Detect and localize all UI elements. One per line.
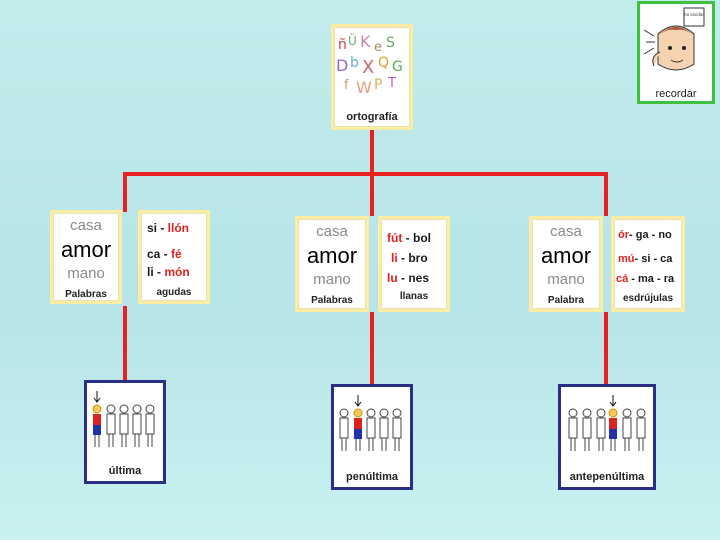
word-mano: mano <box>67 265 105 282</box>
word-mano: mano <box>313 271 351 288</box>
svg-text:e: e <box>374 40 382 55</box>
svg-text:T: T <box>387 76 396 91</box>
stress-card-ultima: última <box>84 380 166 484</box>
svg-text:W: W <box>356 78 372 97</box>
connector-trunk <box>370 130 374 176</box>
people-row-icon <box>339 395 402 451</box>
syllables-cafe: ca - fé <box>147 247 182 261</box>
people-row-icon <box>568 395 646 451</box>
svg-text:Ü: Ü <box>348 32 357 48</box>
connector-mid-down <box>370 172 374 216</box>
word-amor: amor <box>60 237 112 262</box>
syllables-lunes: lu - nes <box>387 271 430 285</box>
words-caption: Palabras <box>65 289 107 300</box>
word-casa: casa <box>70 217 102 234</box>
recordar-card: no olvidar recordar <box>637 1 715 104</box>
alphabet-letters-icon: ñ Ü K e S D b X Q G f W P T <box>336 32 403 97</box>
penultima-caption: penúltima <box>346 471 398 483</box>
syllables-sillon: si - llón <box>147 221 189 235</box>
words-card-1: casa amor mano Palabras <box>50 210 122 304</box>
words-caption: Palabras <box>311 295 353 306</box>
word-casa: casa <box>550 223 582 240</box>
note-text: no olvidar <box>684 12 704 17</box>
svg-text:b: b <box>350 55 359 71</box>
connector-bar <box>123 172 608 176</box>
svg-text:K: K <box>360 32 371 51</box>
svg-text:S: S <box>386 35 395 51</box>
connector-right-down <box>604 172 608 216</box>
syllables-card-agudas: si - llón ca - fé li - món agudas <box>138 210 210 304</box>
syllables-musica: mú- si - ca <box>618 253 673 265</box>
word-casa: casa <box>316 223 348 240</box>
word-mano: mano <box>547 271 585 288</box>
syllables-libro: li - bro <box>391 251 428 265</box>
connector-left-down <box>123 172 127 212</box>
svg-text:G: G <box>392 59 403 75</box>
ultima-caption: última <box>108 465 142 477</box>
syllables-organo: ór- ga - no <box>618 229 672 241</box>
words-caption: Palabra <box>547 295 585 306</box>
syllables-camara: cá - ma - ra <box>616 273 675 285</box>
llanas-caption: llanas <box>399 291 429 302</box>
svg-text:f: f <box>344 78 349 93</box>
svg-text:D: D <box>336 56 348 75</box>
word-amor: amor <box>540 243 592 268</box>
ortografia-caption: ortografía <box>346 111 398 123</box>
syllables-futbol: fút - bol <box>387 231 431 245</box>
syllables-limon: li - món <box>147 265 190 279</box>
stress-card-antepenultima: antepenúltima <box>558 384 656 490</box>
words-card-3: casa amor mano Palabra <box>529 216 603 312</box>
stress-card-penultima: penúltima <box>331 384 413 490</box>
connector-right-lower <box>604 312 608 384</box>
people-row-icon <box>92 391 155 447</box>
thinking-boy-icon: no olvidar <box>643 7 705 71</box>
svg-text:Q: Q <box>378 55 389 71</box>
svg-text:P: P <box>374 77 382 93</box>
words-card-2: casa amor mano Palabras <box>295 216 369 312</box>
word-amor: amor <box>306 243 358 268</box>
antepenultima-caption: antepenúltima <box>569 471 645 483</box>
ortografia-card: ñ Ü K e S D b X Q G f W P T ortografía <box>331 24 413 130</box>
agudas-caption: agudas <box>156 287 192 298</box>
connector-mid-lower <box>370 312 374 384</box>
syllables-card-llanas: fút - bol li - bro lu - nes llanas <box>378 216 450 312</box>
connector-left-lower <box>123 306 127 380</box>
syllables-card-esdrujulas: ór- ga - no mú- si - ca cá - ma - ra esd… <box>611 216 685 312</box>
recordar-caption: recordar <box>655 88 697 100</box>
esdrujulas-caption: esdrújulas <box>622 293 674 304</box>
svg-text:ñ: ñ <box>338 37 347 53</box>
svg-text:X: X <box>362 57 374 78</box>
